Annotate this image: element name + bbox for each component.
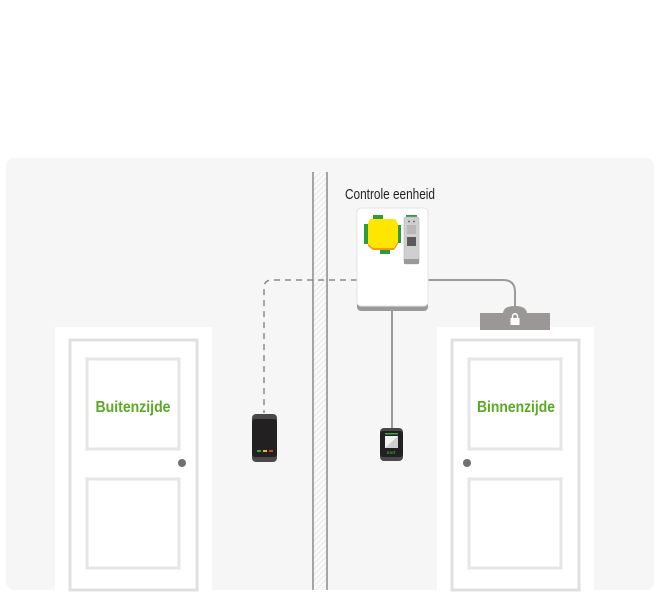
control-unit — [356, 207, 429, 311]
inside-door — [437, 327, 594, 592]
power-module-icon — [403, 215, 420, 265]
outside-door-label: Buitenzijde — [96, 399, 171, 416]
padlock-icon — [510, 313, 520, 325]
inside-door-label: Binnenzijde — [477, 399, 555, 416]
exit-button-label: EXIT — [387, 450, 396, 455]
outside-door — [55, 327, 212, 592]
led-indicator-icon — [257, 450, 273, 452]
exit-button: EXIT — [380, 428, 403, 461]
wall — [312, 172, 328, 590]
controller-board-icon — [364, 215, 401, 254]
reader-cable-dashed — [263, 279, 357, 413]
control-unit-label: Controle eenheid — [345, 186, 435, 203]
door-knob — [463, 459, 471, 467]
lock-cable — [428, 279, 516, 310]
door-knob — [178, 459, 186, 467]
electric-lock — [480, 306, 550, 330]
card-reader — [252, 414, 277, 462]
